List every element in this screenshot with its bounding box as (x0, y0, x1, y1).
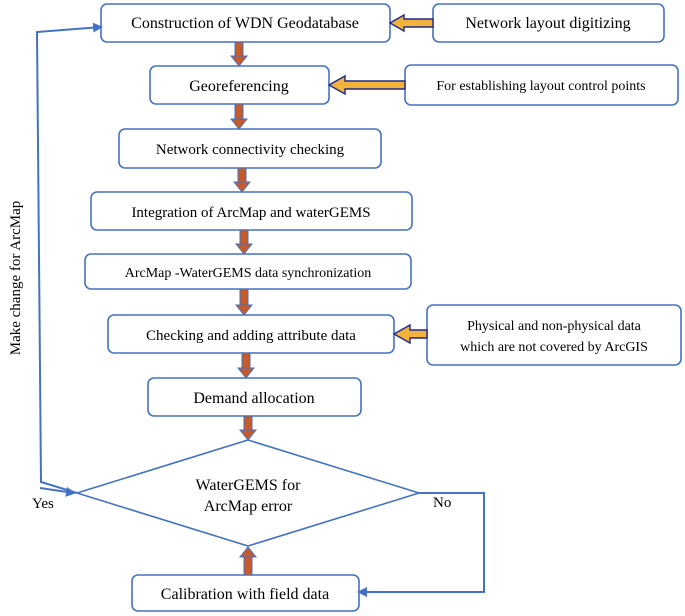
step-calibration: Calibration with field data (131, 574, 360, 612)
input-physical-label-line1: Physical and non-physical data (467, 319, 642, 334)
arrow-control-to-georeferencing (327, 74, 406, 96)
step-synchronization: ArcMap -WaterGEMS data synchronization (84, 253, 412, 290)
step-synchronization-label: ArcMap -WaterGEMS data synchronization (125, 266, 372, 281)
step-georeferencing: Georeferencing (149, 65, 330, 105)
step-demand: Demand allocation (147, 377, 362, 417)
no-label: No (433, 495, 451, 511)
down-arrow-1 (229, 41, 249, 67)
input-physical-label-line2: which are not covered by ArcGIS (460, 340, 648, 355)
step-integration: Integration of ArcMap and waterGEMS (90, 191, 413, 231)
step-calibration-label: Calibration with field data (161, 586, 329, 603)
down-arrow-3 (232, 167, 252, 193)
arrow-physical-to-attribute (392, 323, 428, 345)
decision-label-line1: WaterGEMS for (196, 477, 302, 494)
step-georeferencing-label: Georeferencing (189, 78, 289, 95)
down-arrow-2 (229, 103, 249, 130)
step-construction-label: Construction of WDN Geodatabase (131, 15, 359, 32)
input-digitizing-label: Network layout digitizing (465, 15, 630, 32)
step-integration-label: Integration of ArcMap and waterGEMS (131, 205, 370, 221)
down-arrow-5 (234, 288, 254, 316)
yes-label: Yes (32, 496, 54, 512)
yes-loop-connector (35, 22, 103, 494)
step-connectivity-label: Network connectivity checking (156, 142, 345, 158)
step-connectivity: Network connectivity checking (118, 128, 382, 169)
down-arrow-4 (234, 229, 254, 255)
yes-entry-arrow (39, 486, 76, 497)
loop-label: Make change for ArcMap (8, 201, 24, 356)
down-arrow-7 (238, 415, 258, 441)
input-digitizing: Network layout digitizing (432, 3, 665, 43)
arrow-digitizing-to-construction (388, 13, 434, 33)
down-arrow-6 (236, 352, 256, 379)
step-construction: Construction of WDN Geodatabase (100, 3, 391, 43)
step-attribute-label: Checking and adding attribute data (146, 328, 356, 344)
no-branch-connector (357, 492, 485, 597)
input-control-points-label: For establishing layout control points (436, 79, 645, 94)
step-demand-label: Demand allocation (193, 390, 314, 407)
decision-diamond: WaterGEMS for ArcMap error (74, 439, 422, 547)
up-arrow-calibration (238, 546, 258, 576)
input-control-points: For establishing layout control points (404, 64, 679, 106)
input-physical-data: Physical and non-physical data which are… (426, 304, 682, 366)
step-attribute: Checking and adding attribute data (107, 314, 395, 354)
decision-label-line2: ArcMap error (204, 498, 293, 515)
